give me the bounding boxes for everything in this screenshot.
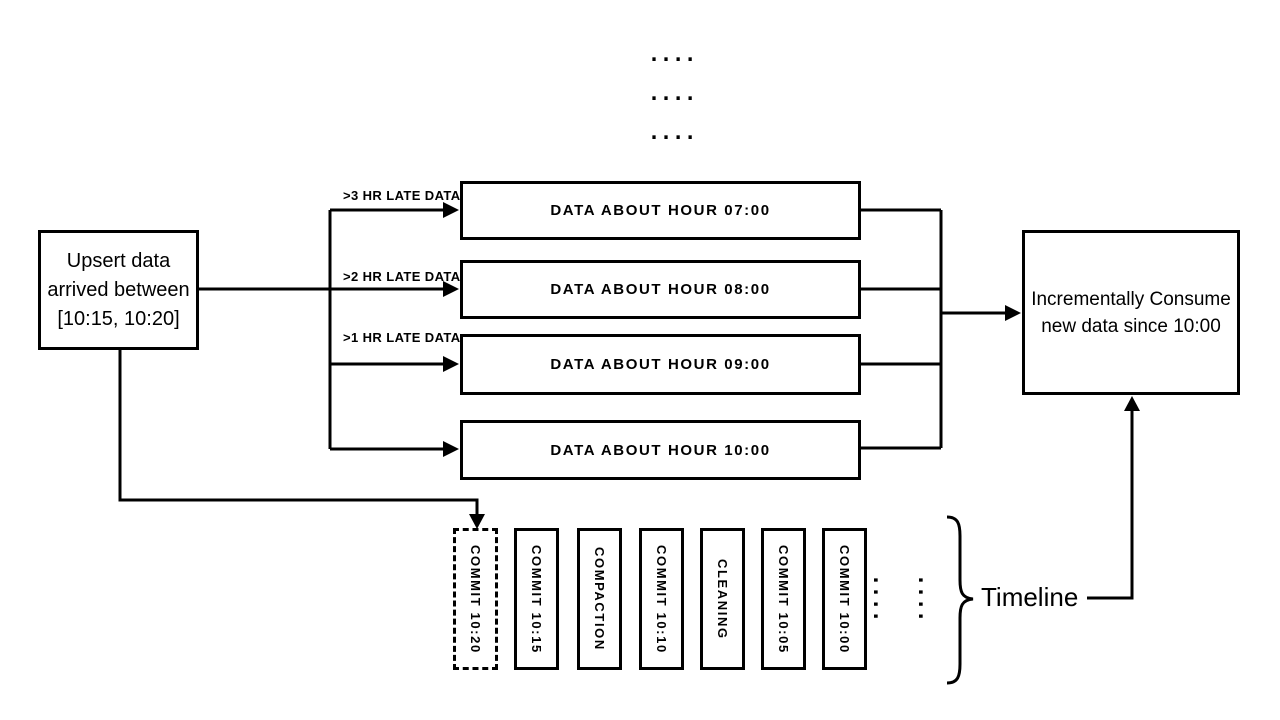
top-ellipsis-row: .... [648, 42, 697, 66]
timeline-commit-box-1020: COMMIT 10:20 [453, 528, 498, 670]
timeline-commit-label: COMMIT 10:10 [654, 544, 669, 654]
hour-partition-box-0700: DATA ABOUT HOUR 07:00 [460, 181, 861, 240]
top-ellipsis-row: .... [648, 120, 697, 144]
arrow-current-hour-head [443, 441, 459, 457]
arrow-upsert-to-commit-head [469, 514, 485, 529]
incremental-consumer-box: Incrementally Consume new data since 10:… [1022, 230, 1240, 395]
hour-partition-box-1000: DATA ABOUT HOUR 10:00 [460, 420, 861, 480]
timeline-commit-label: COMMIT 10:15 [529, 544, 544, 654]
timeline-commit-label: COMMIT 10:00 [837, 544, 852, 654]
arrow-timeline-to-consumer-head [1124, 396, 1140, 411]
timeline-label: Timeline [981, 582, 1079, 612]
hour-partition-box-0800: DATA ABOUT HOUR 08:00 [460, 260, 861, 319]
arrow-late-1hr-head [443, 356, 459, 372]
timeline-brace [946, 515, 974, 685]
timeline-commit-box-1000: COMMIT 10:00 [822, 528, 867, 670]
late-data-label-3hr: >3 HR LATE DATA [343, 188, 461, 203]
arrow-to-consumer-head [1005, 305, 1021, 321]
upsert-source-line: [10:15, 10:20] [57, 307, 180, 330]
timeline-compaction-box: COMPACTION [577, 528, 622, 670]
timeline-commit-label: COMPACTION [592, 547, 607, 651]
timeline-cleaning-box: CLEANING [700, 528, 745, 670]
hour-partition-box-0900: DATA ABOUT HOUR 09:00 [460, 334, 861, 395]
timeline-commit-label: CLEANING [715, 558, 730, 640]
timeline-commit-label: COMMIT 10:05 [776, 544, 791, 654]
incremental-consumer-line: new data since 10:00 [1041, 315, 1221, 337]
arrow-late-3hr-head [443, 202, 459, 218]
late-data-label-1hr: >1 HR LATE DATA [343, 330, 461, 345]
timeline-commit-box-1010: COMMIT 10:10 [639, 528, 684, 670]
connector-upsert-to-commit [118, 350, 479, 515]
connector-timeline-to-consumer [1087, 410, 1134, 600]
late-data-label-2hr: >2 HR LATE DATA [343, 269, 461, 284]
upsert-source-line: arrived between [47, 278, 190, 301]
upsert-source-box: Upsert data arrived between [10:15, 10:2… [38, 230, 199, 350]
top-ellipsis-row: .... [648, 81, 697, 105]
timeline-ellipsis-column: .... [869, 574, 893, 623]
timeline-ellipsis-column: .... [914, 574, 938, 623]
timeline-commit-box-1015: COMMIT 10:15 [514, 528, 559, 670]
timeline-commit-label: COMMIT 10:20 [468, 544, 483, 654]
upsert-source-line: Upsert data [66, 249, 171, 272]
incremental-consumer-line: Incrementally Consume [1031, 288, 1231, 310]
timeline-commit-box-1005: COMMIT 10:05 [761, 528, 806, 670]
